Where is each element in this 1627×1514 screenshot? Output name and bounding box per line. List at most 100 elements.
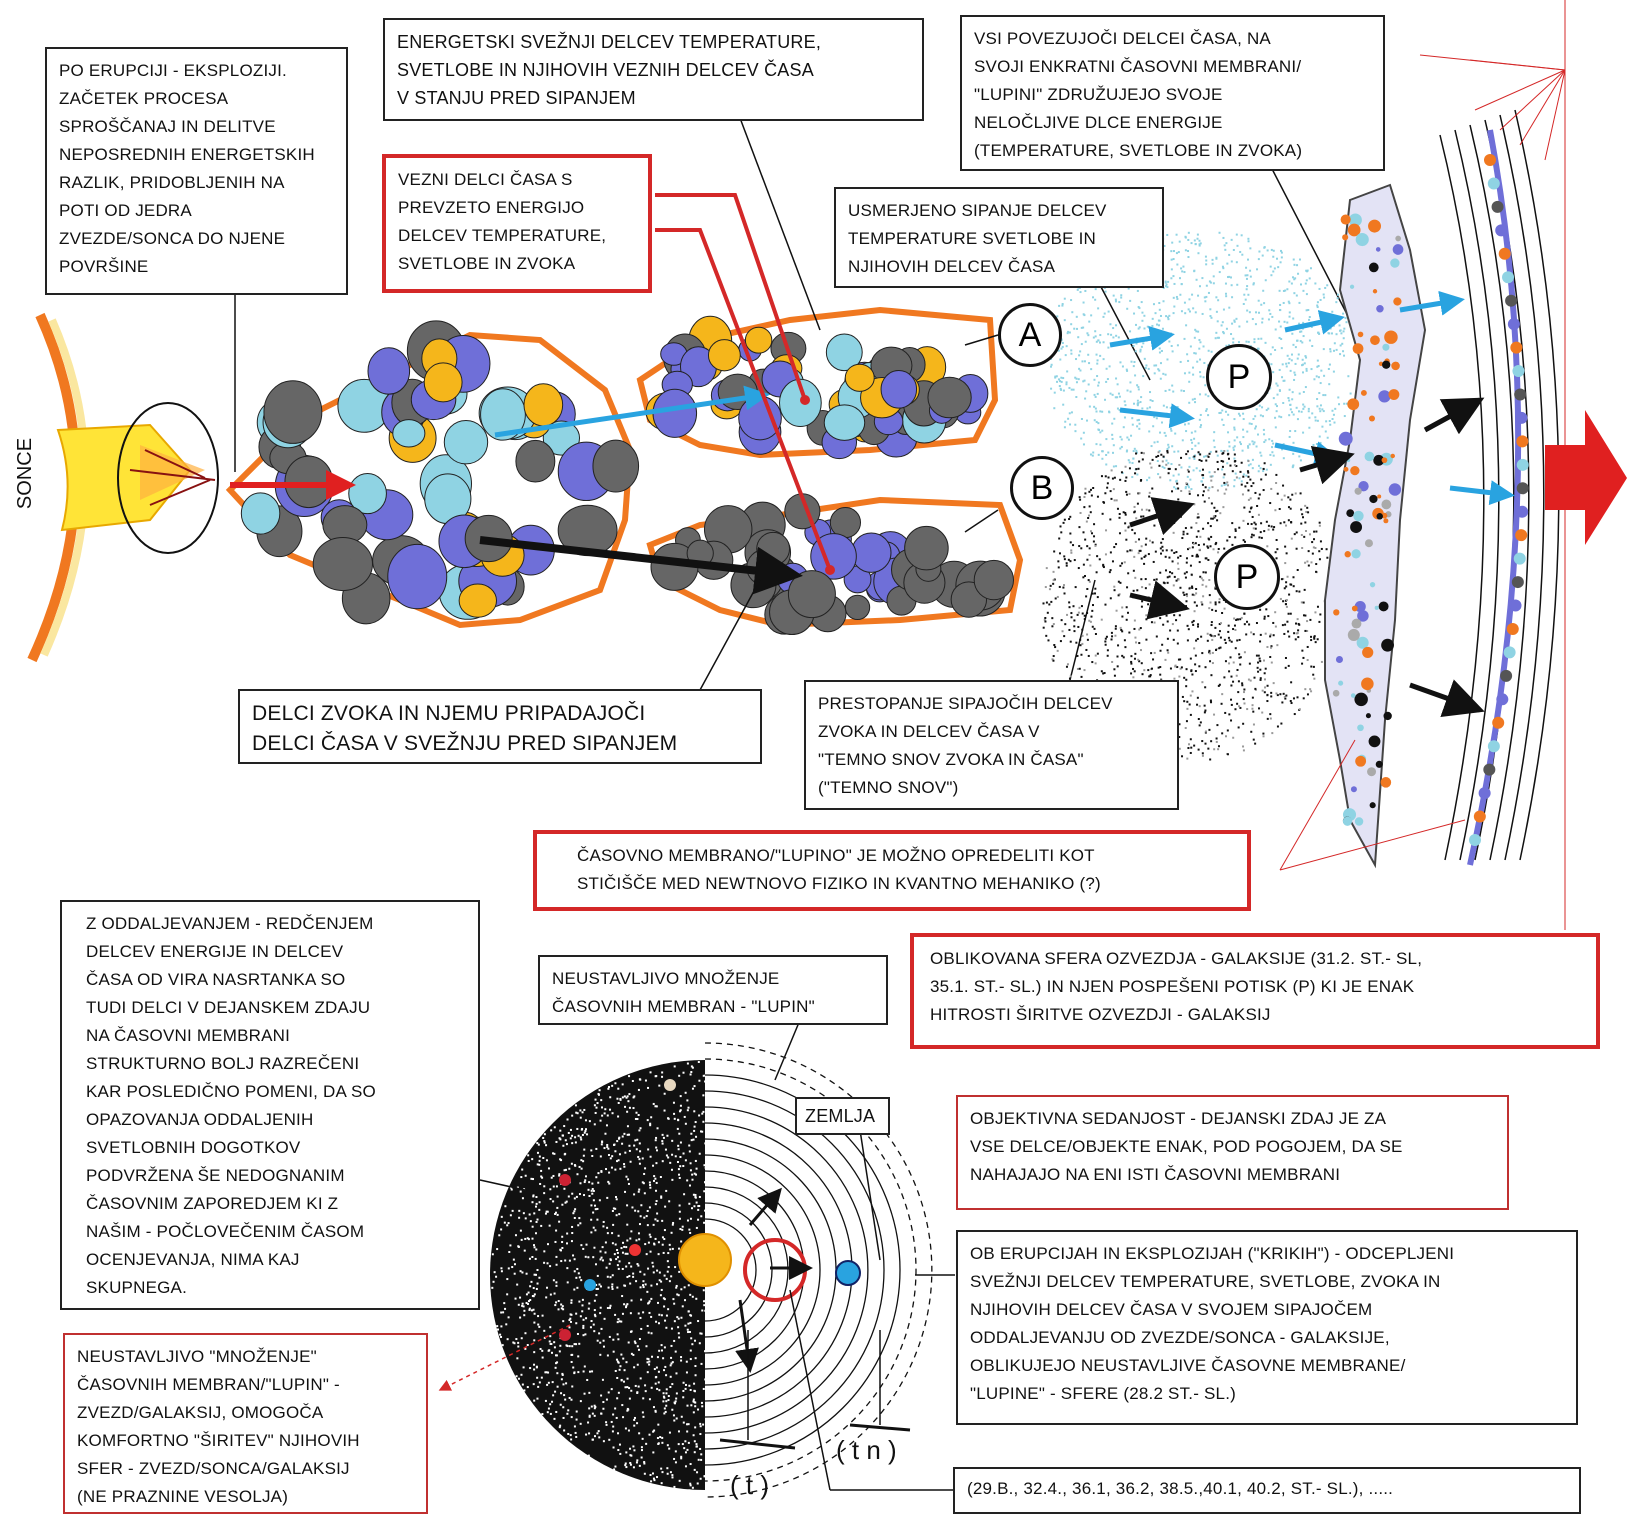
dot (622, 1416, 625, 1419)
dot (697, 1320, 700, 1323)
dot (538, 1159, 541, 1162)
dot (658, 1084, 661, 1087)
dot (1195, 604, 1198, 607)
dot (1194, 430, 1197, 433)
dot (558, 1350, 561, 1353)
dot (665, 1277, 668, 1280)
dot (666, 1444, 669, 1447)
particle (1495, 224, 1508, 237)
dot (1165, 315, 1168, 318)
dot (608, 1438, 611, 1441)
dot (1338, 403, 1341, 406)
dot (1262, 415, 1265, 418)
hemisphere-dots (491, 1061, 707, 1492)
dot (1126, 436, 1129, 439)
dot (1236, 283, 1239, 286)
dot (1189, 345, 1192, 348)
dot (1289, 612, 1292, 615)
dot (544, 1212, 547, 1215)
dot (1133, 312, 1136, 315)
dot (1107, 451, 1110, 454)
dot (625, 1265, 628, 1268)
dot (675, 1397, 678, 1400)
earth-label: ZEMLJA (795, 1097, 890, 1135)
dot (1197, 252, 1200, 255)
particle (1369, 494, 1378, 504)
dot (1290, 681, 1293, 684)
particle (652, 388, 698, 438)
dot (1304, 355, 1307, 358)
dot (1306, 506, 1309, 509)
dot (1166, 358, 1169, 361)
dot (668, 1447, 671, 1450)
dot (1089, 530, 1092, 533)
dot (1155, 635, 1158, 638)
earth-body (835, 1260, 861, 1286)
dot (642, 1284, 645, 1287)
dot (1144, 366, 1147, 369)
dot (1324, 394, 1327, 397)
dot (1153, 364, 1156, 367)
dot (1287, 496, 1290, 499)
dot (565, 1200, 568, 1203)
dot (504, 1307, 507, 1310)
dot (1305, 356, 1308, 359)
dot (1219, 411, 1222, 414)
dot (1210, 350, 1213, 353)
dot (1155, 364, 1158, 367)
dot (1091, 604, 1094, 607)
dot (1197, 512, 1200, 515)
dot (582, 1154, 585, 1157)
dot (652, 1164, 655, 1167)
dot (1182, 530, 1185, 533)
dot (1162, 287, 1165, 290)
dot (1304, 614, 1307, 617)
dot (541, 1356, 544, 1359)
dot (615, 1358, 618, 1361)
dot (541, 1176, 544, 1179)
dot (1166, 581, 1169, 584)
dot (1054, 376, 1057, 379)
dot (1342, 337, 1345, 340)
dot (1150, 667, 1153, 670)
dot (1051, 617, 1054, 620)
dot (673, 1320, 676, 1323)
dot (1304, 521, 1307, 524)
dot (1184, 235, 1187, 238)
dot (701, 1112, 704, 1115)
dot (501, 1344, 504, 1347)
dot (591, 1155, 594, 1158)
dot (1197, 625, 1200, 628)
dot (1177, 487, 1180, 490)
dot (1336, 293, 1339, 296)
dot (1242, 539, 1245, 542)
dot (1079, 498, 1082, 501)
dot (1211, 651, 1214, 654)
dot (1211, 486, 1214, 489)
dot (624, 1190, 627, 1193)
dot (579, 1136, 582, 1139)
dot (1275, 257, 1278, 260)
dot (527, 1238, 530, 1241)
dot (1169, 427, 1172, 430)
particle (880, 370, 918, 409)
box-expansion: NEUSTAVLJIVO "MNOŽENJE" ČASOVNIH MEMBRAN… (63, 1333, 428, 1514)
dot (690, 1337, 693, 1340)
dot (1224, 711, 1227, 714)
dot (1316, 398, 1319, 401)
dot (1275, 692, 1278, 695)
dot (1102, 672, 1105, 675)
dot (1206, 632, 1209, 635)
dot (1262, 428, 1265, 431)
dot (1210, 316, 1213, 319)
dot (1227, 276, 1230, 279)
dot (1188, 492, 1191, 495)
dot (626, 1223, 629, 1226)
dot (1316, 359, 1319, 362)
dot (669, 1248, 672, 1251)
black-arrow (479, 536, 803, 595)
dot (590, 1231, 593, 1234)
dot (656, 1149, 659, 1152)
dot (1057, 378, 1060, 381)
dot (1274, 349, 1277, 352)
